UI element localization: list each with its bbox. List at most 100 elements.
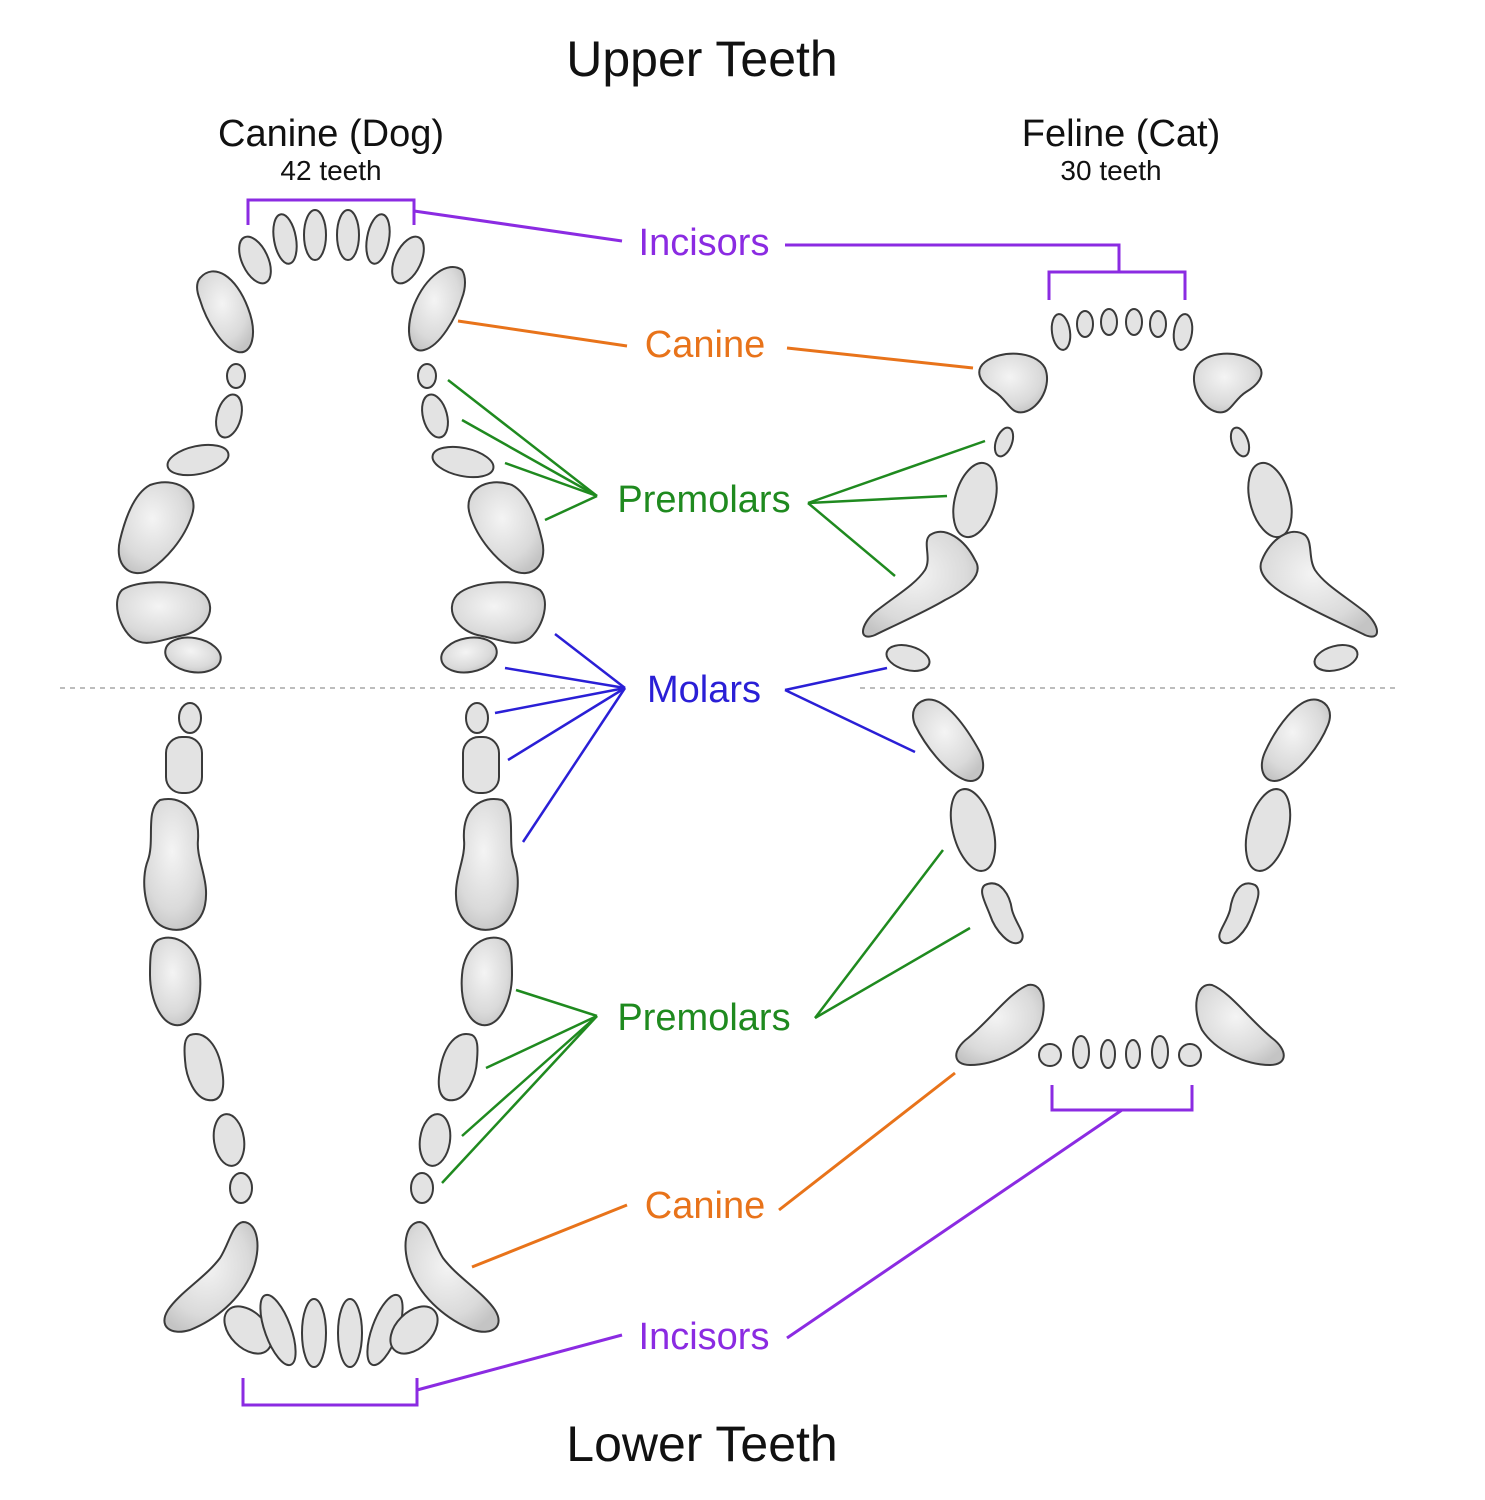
lower-premolars-label: Premolars xyxy=(617,997,791,1039)
tooth xyxy=(467,481,545,575)
tooth xyxy=(1244,788,1292,872)
upper-incisors-label: Incisors xyxy=(638,222,770,264)
tooth xyxy=(451,581,546,644)
cat-upper-molars xyxy=(885,644,1359,672)
leader-line xyxy=(784,688,916,754)
dog-lower-jaw xyxy=(143,702,519,1368)
tooth xyxy=(1178,1043,1202,1067)
leader-line xyxy=(521,687,627,843)
tooth xyxy=(259,1293,297,1367)
dog-lower-incisors xyxy=(223,1293,439,1368)
leader-line xyxy=(504,666,626,690)
tooth xyxy=(440,636,498,674)
leader-line xyxy=(457,319,628,348)
cat-heading: Feline (Cat) xyxy=(1021,113,1221,155)
tooth xyxy=(1260,698,1331,782)
tooth xyxy=(454,798,519,931)
tooth xyxy=(229,1172,253,1204)
tooth xyxy=(166,443,230,477)
leader-line xyxy=(416,1333,623,1392)
tooth xyxy=(1125,1039,1141,1069)
dog-lower-canine-right xyxy=(404,1220,500,1333)
leader-line xyxy=(785,243,1121,272)
tooth xyxy=(1100,1039,1116,1069)
molars-leaders xyxy=(494,633,916,843)
tooth xyxy=(437,1033,479,1102)
tooth xyxy=(418,1113,452,1167)
tooth xyxy=(1259,530,1378,638)
leader-line xyxy=(778,1071,956,1212)
leader-line xyxy=(814,926,971,1020)
tooth xyxy=(460,936,514,1027)
tooth xyxy=(303,209,327,261)
cat-upper-canine-left xyxy=(978,352,1048,414)
upper-incisors-leaders xyxy=(246,198,1187,300)
tooth xyxy=(178,702,202,734)
lower-incisors-label: Incisors xyxy=(638,1316,770,1358)
leader-line xyxy=(507,686,626,762)
cat-upper-premolars-left xyxy=(862,426,1015,638)
tooth xyxy=(165,736,203,794)
cat-upper-premolars-right xyxy=(1229,426,1378,638)
dog-upper-premolars-right xyxy=(417,363,545,575)
upper-premolars-leaders xyxy=(447,379,986,577)
tooth xyxy=(164,636,222,674)
tooth xyxy=(143,798,208,931)
cat-lower-incisors-bracket xyxy=(1050,1085,1194,1112)
tooth xyxy=(337,1298,363,1368)
molars-label: Molars xyxy=(646,669,762,711)
leader-line xyxy=(515,988,598,1018)
dog-lower-premolars-right xyxy=(410,936,514,1204)
tooth xyxy=(117,481,195,575)
leader-line xyxy=(814,849,944,1019)
tooth xyxy=(238,235,272,285)
leader-line xyxy=(807,494,948,505)
tooth xyxy=(1125,308,1143,336)
cat-lower-jaw xyxy=(912,698,1331,1069)
dog-lower-molars-right xyxy=(454,702,519,931)
leader-line xyxy=(784,666,888,692)
upper-canine-leaders xyxy=(457,319,974,370)
tooth xyxy=(1076,310,1094,338)
tooth xyxy=(410,1172,434,1204)
tooth xyxy=(1151,1035,1169,1069)
lower-premolars-leaders xyxy=(441,849,971,1184)
tooth xyxy=(462,736,500,794)
dog-tooth-count: 42 teeth xyxy=(280,155,382,186)
leader-line xyxy=(471,1203,628,1269)
tooth xyxy=(465,702,489,734)
tooth xyxy=(862,530,979,638)
lower-incisors-leaders xyxy=(241,1085,1194,1407)
dog-lower-incisors-bracket xyxy=(241,1378,419,1407)
tooth xyxy=(431,445,495,479)
dog-upper-premolars-left xyxy=(117,363,246,575)
tooth xyxy=(1038,1043,1062,1067)
dog-upper-canine-right xyxy=(408,266,466,352)
dog-heading: Canine (Dog) xyxy=(218,113,444,155)
dog-lower-canine-left xyxy=(163,1220,259,1333)
tooth xyxy=(365,213,391,265)
tooth xyxy=(1247,461,1293,539)
tooth xyxy=(116,581,211,644)
leader-line xyxy=(786,346,974,370)
leader-line xyxy=(544,494,598,522)
cat-lower-premolars-left xyxy=(949,788,1024,945)
upper-premolars-label: Premolars xyxy=(617,479,791,521)
dog-upper-incisors xyxy=(238,209,425,285)
tooth xyxy=(952,461,998,539)
lower-canine-label: Canine xyxy=(644,1185,766,1227)
tooth xyxy=(993,426,1015,458)
tooth xyxy=(885,644,931,672)
tooth xyxy=(1218,882,1260,945)
tooth xyxy=(1172,313,1194,351)
tooth xyxy=(389,1305,439,1355)
leader-line xyxy=(807,439,986,505)
leader-line xyxy=(413,209,623,243)
cat-lower-premolars-right xyxy=(1218,788,1292,945)
leader-line xyxy=(554,633,626,689)
leader-line xyxy=(786,1108,1123,1340)
tooth xyxy=(949,788,997,872)
lower-canine-leaders xyxy=(471,1071,956,1269)
leader-line xyxy=(485,1014,598,1070)
